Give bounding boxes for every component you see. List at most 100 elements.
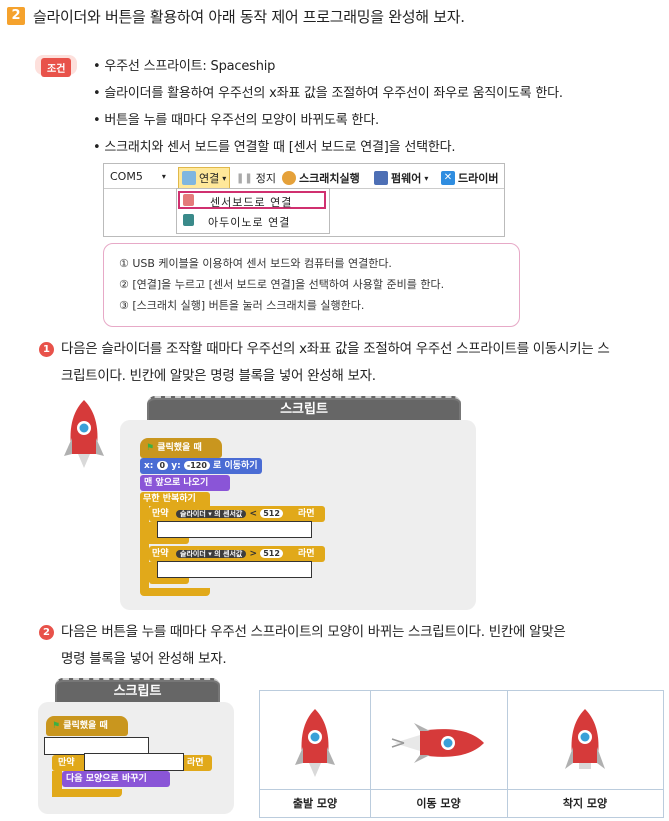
- menu-item-sensor-board[interactable]: 센서보드로 연결: [178, 191, 326, 209]
- condition-item: • 우주선 스프라이트: Spaceship: [93, 59, 276, 74]
- menu-item-label: 센서보드로 연결: [210, 196, 293, 209]
- forever-label: 무한 반복하기: [143, 494, 196, 504]
- then-label: 라면: [298, 509, 315, 519]
- scratch-cat-icon: [282, 171, 296, 185]
- condition-expression: 슬라이더 ▾ 의 센서값 > 512: [176, 547, 283, 561]
- question-number: 1: [39, 342, 54, 357]
- stop-label: 정지: [255, 172, 277, 185]
- run-scratch-label: 스크래치실행: [299, 172, 360, 185]
- chevron-down-icon: ▾: [424, 173, 429, 183]
- if-arm: [52, 771, 62, 797]
- costume-table: 출발 모양 이동 모양 착지 모양: [259, 690, 664, 818]
- driver-label: 드라이버: [458, 172, 499, 185]
- next-costume-block[interactable]: 다음 모양으로 바꾸기: [62, 771, 170, 787]
- board-icon: [183, 194, 194, 206]
- step-item: ③ [스크래치 실행] 버튼을 눌러 스크래치를 실행한다.: [119, 299, 365, 312]
- rocket-landing-icon: [565, 709, 605, 769]
- if-bottom: [52, 789, 122, 797]
- port-select[interactable]: COM5 ▾: [110, 170, 166, 183]
- connect-menu: 센서보드로 연결 아두이노로 연결: [176, 188, 330, 234]
- less-than-operator: <: [249, 509, 258, 519]
- forever-block[interactable]: [140, 492, 210, 506]
- costume-label: 출발 모양: [292, 797, 338, 810]
- chevron-down-icon: ▾: [161, 172, 166, 181]
- threshold-value[interactable]: 512: [260, 549, 283, 558]
- costume-cell: [370, 691, 508, 817]
- slider-sensor-reporter[interactable]: 슬라이더 ▾ 의 센서값: [176, 550, 247, 558]
- problem-title: 슬라이더와 버튼을 활용하여 아래 동작 제어 프로그래밍을 완성해 보자.: [33, 8, 465, 26]
- block-label: y:: [171, 461, 181, 471]
- plug-icon: [182, 171, 196, 185]
- rocket-launch-icon: [295, 709, 335, 777]
- if-arm: [149, 522, 157, 544]
- goto-xy-block[interactable]: x: 0 y: -120 로 이동하기: [140, 458, 262, 474]
- condition-item: • 슬라이더를 활용하여 우주선의 x좌표 값을 조절하여 우주선이 좌우로 움…: [93, 86, 563, 101]
- board-icon: [183, 214, 194, 226]
- then-label: 라면: [187, 758, 204, 768]
- x-value[interactable]: 0: [156, 461, 169, 470]
- question-number: 2: [39, 625, 54, 640]
- if-bottom: [149, 538, 189, 544]
- firmware-label: 펌웨어: [391, 172, 422, 185]
- costume-cell: [260, 691, 371, 817]
- step-item: ① USB 케이블을 이용하여 센서 보드와 컴퓨터를 연결한다.: [119, 257, 392, 270]
- then-label: 라면: [298, 549, 315, 559]
- rocket-moving-icon: [391, 723, 484, 763]
- conditions-badge-wrap: 조건: [35, 55, 77, 77]
- firmware-button[interactable]: 펌웨어 ▾: [374, 170, 428, 186]
- question-text: 다음은 슬라이더를 조작할 때마다 우주선의 x좌표 값을 조절하여 우주선 스…: [61, 341, 610, 357]
- if-arm: [149, 562, 157, 582]
- port-label: COM5: [110, 170, 143, 183]
- block-label: 클릭했을 때: [157, 443, 202, 453]
- rocket-sprite-icon: [64, 400, 104, 468]
- costume-label: 이동 모양: [416, 797, 461, 810]
- script-tab: 스크립트: [147, 396, 461, 422]
- pause-icon: ❚❚: [236, 172, 253, 184]
- if-label: 만약: [58, 758, 75, 768]
- question-text: 크립트이다. 빈칸에 알맞은 명령 블록을 넣어 완성해 보자.: [61, 368, 376, 384]
- answer-blank[interactable]: [157, 521, 312, 538]
- go-to-front-block[interactable]: 맨 앞으로 나오기: [140, 475, 230, 491]
- if-label: 만약: [152, 509, 169, 519]
- forever-bottom: [140, 588, 210, 596]
- if-label: 만약: [152, 549, 169, 559]
- table-divider: [260, 789, 663, 790]
- driver-icon: ✕: [441, 171, 455, 185]
- green-flag-icon: ⚑: [52, 721, 61, 731]
- slider-sensor-reporter[interactable]: 슬라이더 ▾ 의 센서값: [176, 510, 247, 518]
- greater-than-operator: >: [249, 549, 258, 559]
- block-label: 로 이동하기: [213, 461, 258, 471]
- toolbar-screenshot: COM5 ▾ 연결 ▾ ❚❚ 정지 스크래치실행 펌웨어 ▾ ✕ 드라이버 센서…: [103, 163, 505, 237]
- connect-label: 연결: [199, 172, 220, 185]
- costume-label: 착지 모양: [562, 797, 608, 810]
- step-item: ② [연결]을 누르고 [센서 보드로 연결]을 선택하여 사용할 준비를 한다…: [119, 278, 445, 291]
- when-flag-clicked-block[interactable]: ⚑ 클릭했을 때: [46, 716, 128, 736]
- condition-expression: 슬라이더 ▾ 의 센서값 < 512: [176, 507, 283, 521]
- answer-blank[interactable]: [157, 561, 312, 578]
- forever-arm: [140, 506, 149, 590]
- stop-button[interactable]: ❚❚ 정지: [236, 170, 276, 186]
- green-flag-icon: ⚑: [146, 443, 155, 453]
- y-value[interactable]: -120: [183, 461, 210, 470]
- question-text: 명령 블록을 넣어 완성해 보자.: [61, 651, 227, 667]
- if-bottom: [149, 578, 189, 584]
- connect-button[interactable]: 연결 ▾: [178, 167, 231, 189]
- driver-button[interactable]: ✕ 드라이버: [441, 170, 498, 186]
- condition-item: • 스크래치와 센서 보드를 연결할 때 [센서 보드로 연결]을 선택한다.: [93, 140, 456, 155]
- steps-box: ① USB 케이블을 이용하여 센서 보드와 컴퓨터를 연결한다. ② [연결]…: [103, 243, 520, 327]
- threshold-value[interactable]: 512: [260, 509, 283, 518]
- menu-item-label: 아두이노로 연결: [208, 216, 291, 229]
- costume-cell: [507, 691, 663, 817]
- when-flag-clicked-block[interactable]: ⚑ 클릭했을 때: [140, 438, 222, 458]
- conditions-badge: 조건: [41, 58, 72, 77]
- chevron-down-icon: ▾: [222, 173, 227, 183]
- menu-item-arduino[interactable]: 아두이노로 연결: [178, 212, 326, 230]
- condition-item: • 버튼을 누를 때마다 우주선의 모양이 바뀌도록 한다.: [93, 113, 379, 128]
- firmware-icon: [374, 171, 388, 185]
- answer-blank[interactable]: [84, 753, 184, 771]
- block-label: 클릭했을 때: [63, 721, 108, 731]
- run-scratch-button[interactable]: 스크래치실행: [282, 170, 360, 186]
- question-text: 다음은 버튼을 누를 때마다 우주선 스프라이트의 모양이 바뀌는 스크립트이다…: [61, 624, 566, 640]
- problem-number: 2: [7, 7, 25, 25]
- script-tab: 스크립트: [55, 678, 220, 704]
